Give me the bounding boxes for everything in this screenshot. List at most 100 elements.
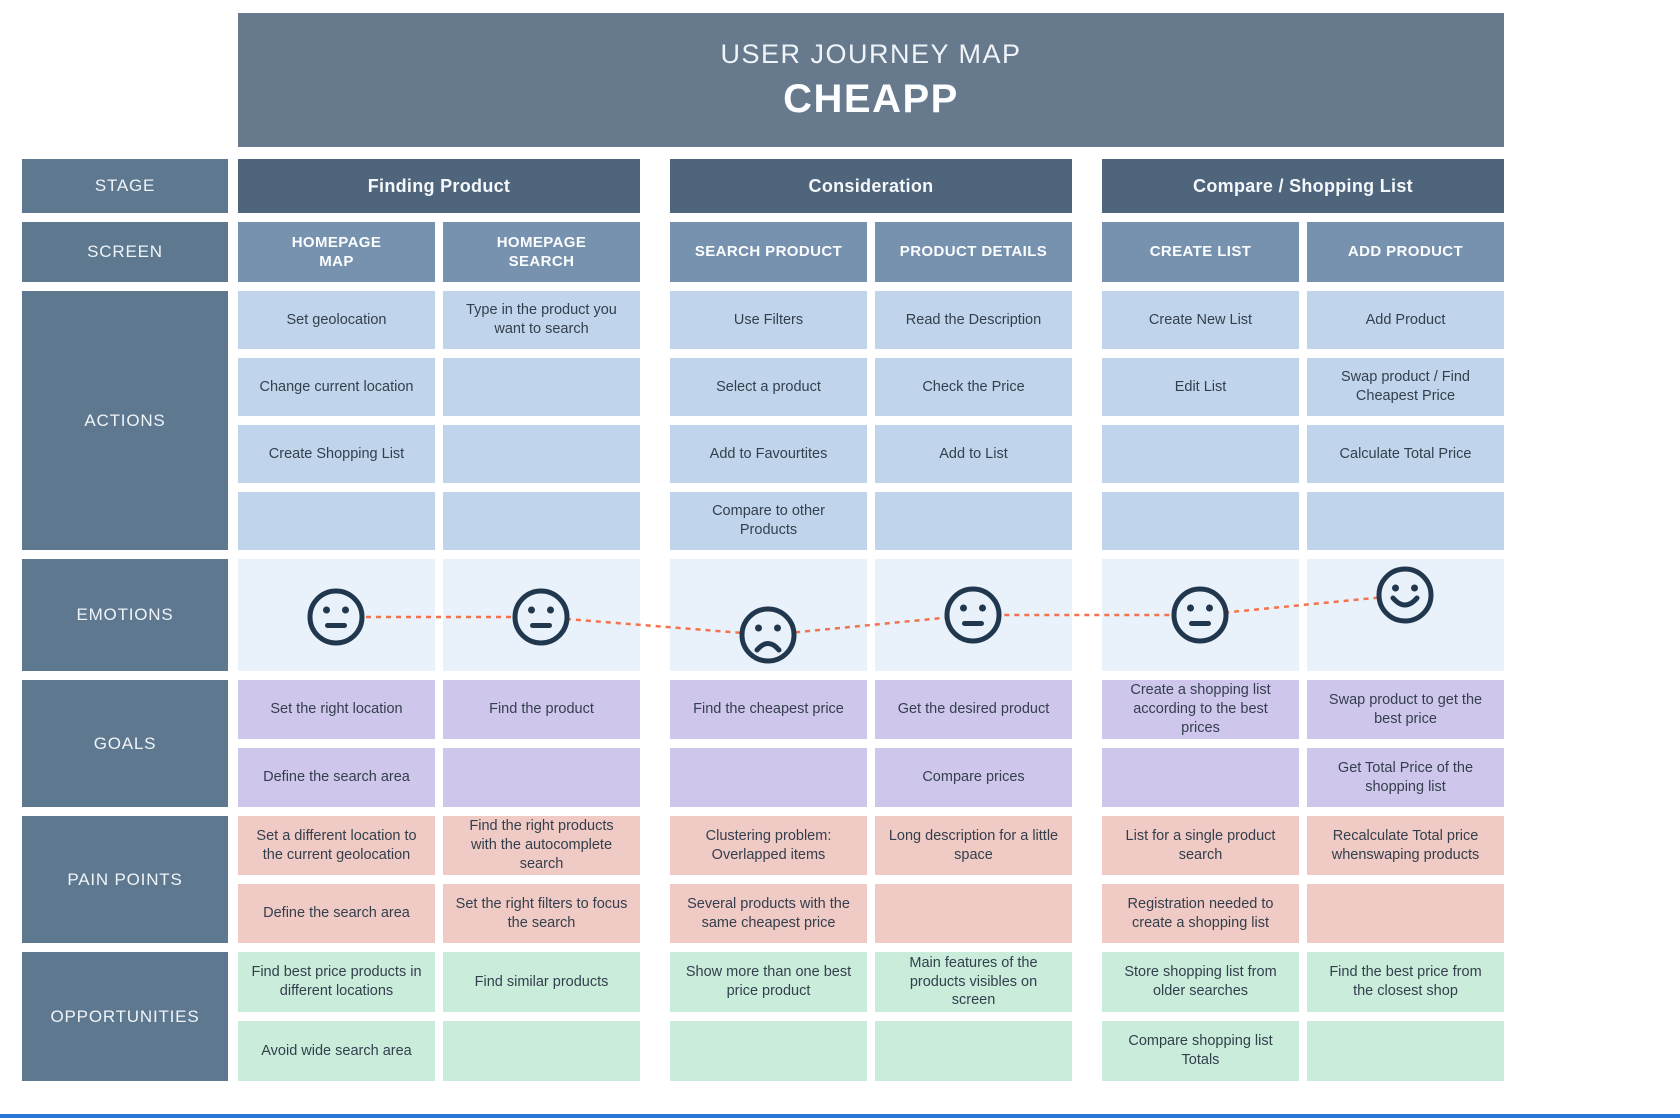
goal-cell: Define the search area [238, 748, 435, 807]
goal-cell: Swap product to get the best price [1307, 680, 1504, 739]
screen-search-product: SEARCH PRODUCT [670, 222, 867, 282]
screen-add-product: ADD PRODUCT [1307, 222, 1504, 282]
row-label-pain-points: PAIN POINTS [22, 816, 228, 943]
banner: USER JOURNEY MAP CHEAPP [238, 13, 1504, 147]
actions-row-4: Compare to other Products [238, 492, 1504, 550]
emotion-cell [875, 559, 1072, 671]
goals-row-1: Set the right location Find the product … [238, 680, 1504, 739]
action-cell: Read the Description [875, 291, 1072, 349]
pain-point-cell: Registration needed to create a shopping… [1102, 884, 1299, 943]
action-cell [1307, 492, 1504, 550]
opportunity-cell: Find similar products [443, 952, 640, 1012]
screen-cells: HOMEPAGE MAP HOMEPAGE SEARCH SEARCH PROD… [238, 222, 1504, 282]
actions-section: ACTIONS Set geolocation Type in the prod… [22, 291, 1504, 550]
opportunity-cell: Main features of the products visibles o… [875, 952, 1072, 1012]
action-cell [1102, 425, 1299, 483]
row-label-stage: STAGE [22, 159, 228, 213]
emotions-section: EMOTIONS [22, 559, 1504, 671]
goal-cell: Find the product [443, 680, 640, 739]
pain-point-cell: Define the search area [238, 884, 435, 943]
pain-point-cell [875, 884, 1072, 943]
pain-point-cell: Recalculate Total price whenswaping prod… [1307, 816, 1504, 875]
row-label-actions: ACTIONS [22, 291, 228, 550]
action-cell: Set geolocation [238, 291, 435, 349]
stage-consideration: Consideration [670, 159, 1072, 213]
action-cell: Edit List [1102, 358, 1299, 416]
goal-cell: Create a shopping list according to the … [1102, 680, 1299, 739]
goal-cell [670, 748, 867, 807]
row-label-screen: SCREEN [22, 222, 228, 282]
goals-row-2: Define the search area Compare prices Ge… [238, 748, 1504, 807]
emotion-cell [1102, 559, 1299, 671]
pain-points-section: PAIN POINTS Set a different location to … [22, 816, 1504, 943]
action-cell [443, 358, 640, 416]
action-cell [443, 425, 640, 483]
pain-point-cell: List for a single product search [1102, 816, 1299, 875]
opportunities-row-1: Find best price products in different lo… [238, 952, 1504, 1012]
action-cell: Compare to other Products [670, 492, 867, 550]
action-cell: Use Filters [670, 291, 867, 349]
pain-point-cell: Find the right products with the autocom… [443, 816, 640, 875]
action-cell: Calculate Total Price [1307, 425, 1504, 483]
goal-cell: Compare prices [875, 748, 1072, 807]
emotion-cell [443, 559, 640, 671]
pain-points-row-2: Define the search area Set the right fil… [238, 884, 1504, 943]
pain-point-cell: Clustering problem: Overlapped items [670, 816, 867, 875]
action-cell: Swap product / Find Cheapest Price [1307, 358, 1504, 416]
action-cell: Add Product [1307, 291, 1504, 349]
goal-cell [1102, 748, 1299, 807]
emotion-cell [238, 559, 435, 671]
action-cell [1102, 492, 1299, 550]
opportunity-cell [670, 1021, 867, 1081]
banner-title: CHEAPP [783, 76, 959, 121]
stage-compare-shopping-list: Compare / Shopping List [1102, 159, 1504, 213]
emotions-track [238, 559, 1504, 671]
action-cell: Create New List [1102, 291, 1299, 349]
emotion-cell [670, 559, 867, 671]
pain-point-cell: Set the right filters to focus the searc… [443, 884, 640, 943]
action-cell: Add to List [875, 425, 1072, 483]
pain-point-cell: Set a different location to the current … [238, 816, 435, 875]
actions-row-3: Create Shopping List Add to Favourtites … [238, 425, 1504, 483]
goals-section: GOALS Set the right location Find the pr… [22, 680, 1504, 807]
pain-points-row-1: Set a different location to the current … [238, 816, 1504, 875]
pain-point-cell: Several products with the same cheapest … [670, 884, 867, 943]
action-cell [875, 492, 1072, 550]
action-cell: Check the Price [875, 358, 1072, 416]
action-cell: Select a product [670, 358, 867, 416]
opportunity-cell: Find best price products in different lo… [238, 952, 435, 1012]
opportunity-cell: Show more than one best price product [670, 952, 867, 1012]
opportunity-cell: Avoid wide search area [238, 1021, 435, 1081]
screen-homepage-map: HOMEPAGE MAP [238, 222, 435, 282]
opportunities-section: OPPORTUNITIES Find best price products i… [22, 952, 1504, 1081]
user-journey-map: USER JOURNEY MAP CHEAPP STAGE Finding Pr… [22, 0, 1504, 1090]
goal-cell: Get the desired product [875, 680, 1072, 739]
screen-row: SCREEN HOMEPAGE MAP HOMEPAGE SEARCH SEAR… [22, 222, 1504, 282]
opportunity-cell: Store shopping list from older searches [1102, 952, 1299, 1012]
goal-cell: Set the right location [238, 680, 435, 739]
opportunity-cell: Compare shopping list Totals [1102, 1021, 1299, 1081]
screen-create-list: CREATE LIST [1102, 222, 1299, 282]
row-label-opportunities: OPPORTUNITIES [22, 952, 228, 1081]
screen-homepage-search: HOMEPAGE SEARCH [443, 222, 640, 282]
screen-product-details: PRODUCT DETAILS [875, 222, 1072, 282]
opportunities-row-2: Avoid wide search area Compare shopping … [238, 1021, 1504, 1081]
opportunity-cell [443, 1021, 640, 1081]
row-label-emotions: EMOTIONS [22, 559, 228, 671]
action-cell: Add to Favourtites [670, 425, 867, 483]
action-cell: Change current location [238, 358, 435, 416]
stage-cells: Finding Product Consideration Compare / … [238, 159, 1504, 213]
action-cell [238, 492, 435, 550]
goal-cell: Get Total Price of the shopping list [1307, 748, 1504, 807]
actions-row-1: Set geolocation Type in the product you … [238, 291, 1504, 349]
stage-row: STAGE Finding Product Consideration Comp… [22, 159, 1504, 213]
goal-cell [443, 748, 640, 807]
stage-finding-product: Finding Product [238, 159, 640, 213]
opportunity-cell [1307, 1021, 1504, 1081]
action-cell: Create Shopping List [238, 425, 435, 483]
action-cell: Type in the product you want to search [443, 291, 640, 349]
pain-point-cell: Long description for a little space [875, 816, 1072, 875]
action-cell [443, 492, 640, 550]
actions-row-2: Change current location Select a product… [238, 358, 1504, 416]
opportunity-cell: Find the best price from the closest sho… [1307, 952, 1504, 1012]
